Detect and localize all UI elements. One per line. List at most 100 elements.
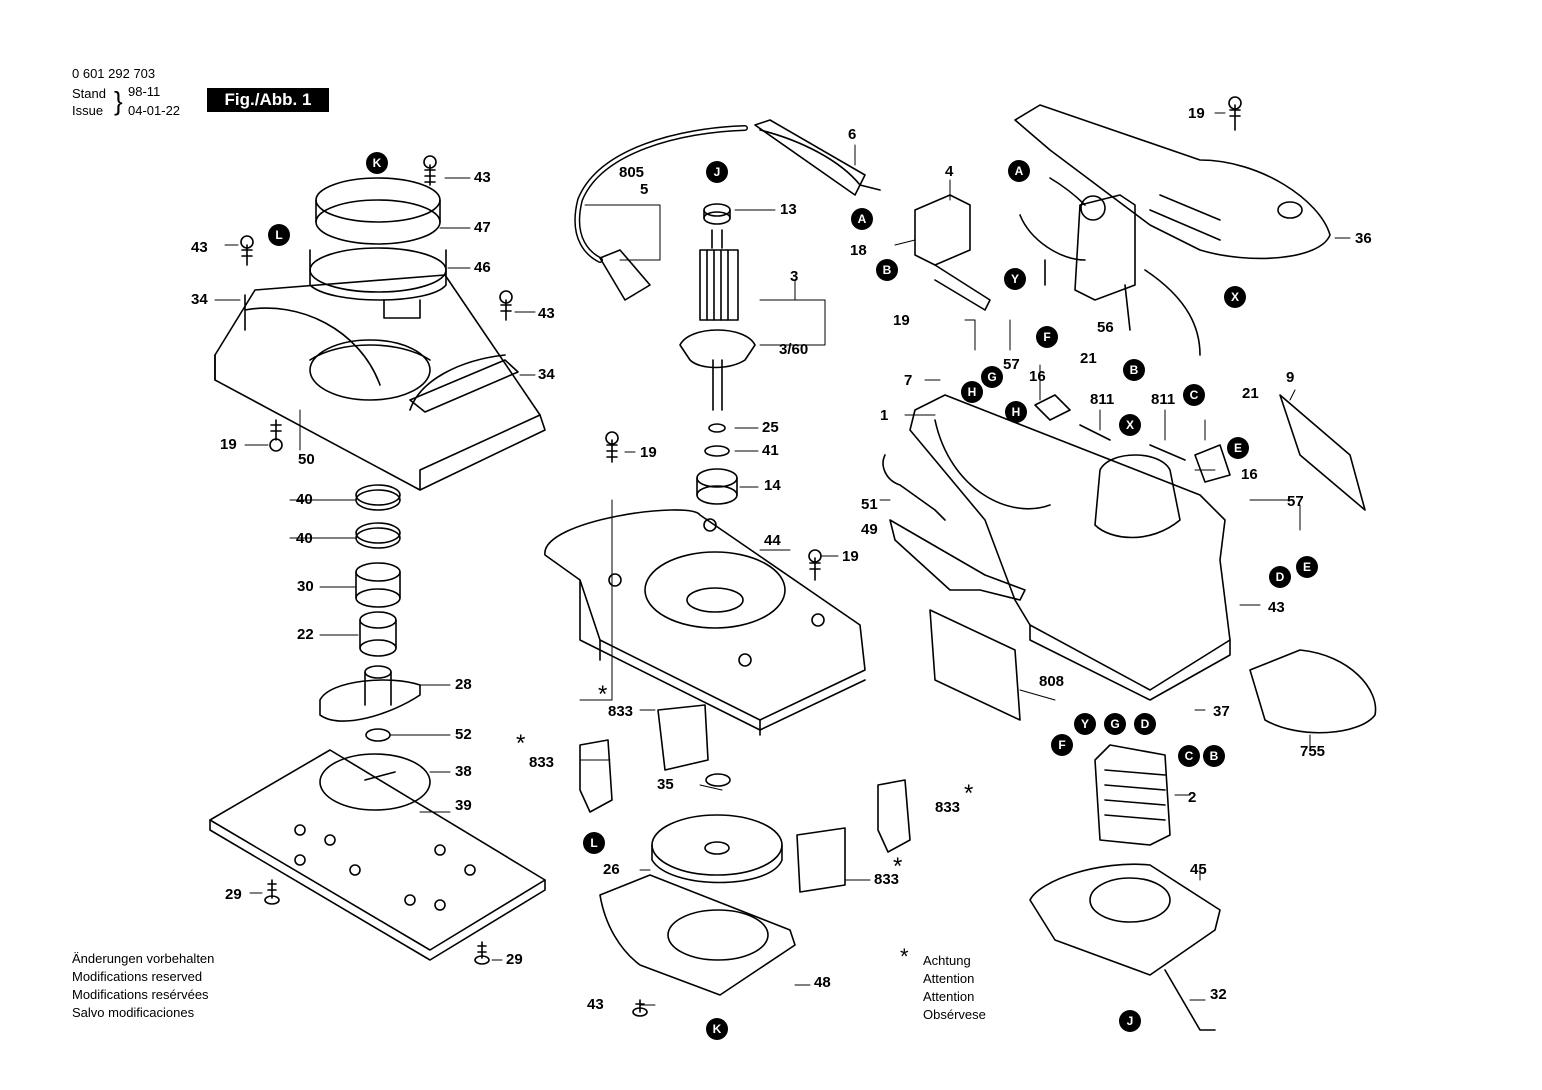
part-label: 14 bbox=[764, 477, 781, 494]
part-label: 4 bbox=[945, 163, 954, 180]
note-line: Modifications resérvées bbox=[72, 987, 209, 1002]
part-label: 37 bbox=[1213, 703, 1230, 720]
part-label: 40 bbox=[296, 491, 313, 508]
note-line: Salvo modificaciones bbox=[72, 1005, 195, 1020]
part-label: 19 bbox=[1188, 105, 1205, 122]
part-label: 19 bbox=[842, 548, 859, 565]
part-label: 6 bbox=[848, 126, 857, 143]
screws bbox=[240, 155, 513, 452]
part-label: 16 bbox=[1029, 368, 1046, 385]
gear-housing bbox=[544, 509, 866, 736]
part-label: 1 bbox=[880, 407, 889, 424]
marker-circle: L bbox=[268, 224, 290, 246]
attention-legend: * Achtung Attention Attention Obsérvese bbox=[900, 946, 986, 1024]
bearings-left bbox=[319, 484, 421, 742]
marker-circle: H bbox=[1005, 401, 1027, 423]
part-label: 57 bbox=[1003, 356, 1020, 373]
marker-circle: G bbox=[981, 366, 1003, 388]
part-label: 9 bbox=[1286, 369, 1295, 386]
part-label: 50 bbox=[298, 451, 315, 468]
attention-line: Achtung bbox=[923, 953, 971, 968]
dust-ring bbox=[309, 177, 447, 319]
power-cord bbox=[574, 119, 881, 301]
part-label: 7 bbox=[904, 372, 913, 389]
attention-line: Obsérvese bbox=[923, 1007, 986, 1022]
figure-label: Fig./Abb. 1 bbox=[207, 88, 329, 112]
switch bbox=[914, 194, 991, 311]
dust-box bbox=[1249, 649, 1377, 734]
part-label: 755 bbox=[1300, 743, 1326, 760]
marker-circle: G bbox=[1104, 713, 1126, 735]
part-label: 13 bbox=[780, 201, 797, 218]
foot-pads bbox=[579, 704, 911, 893]
part-label: 56 bbox=[1097, 319, 1114, 336]
part-label: 3 bbox=[790, 268, 799, 285]
part-label: 43 bbox=[538, 305, 555, 322]
part-label: 52 bbox=[455, 726, 472, 743]
part-label: 25 bbox=[762, 419, 779, 436]
plate-38 bbox=[319, 753, 431, 811]
part-label: 19 bbox=[220, 436, 237, 453]
marker-circle: Y bbox=[1074, 713, 1096, 735]
top-cover bbox=[1014, 96, 1331, 260]
part-label: 29 bbox=[225, 886, 242, 903]
marker-circle: D bbox=[1134, 713, 1156, 735]
marker-circle: X bbox=[1224, 286, 1246, 308]
part-label: 49 bbox=[861, 521, 878, 538]
marker-circle: F bbox=[1051, 734, 1073, 756]
electronics-module bbox=[1019, 177, 1201, 356]
attention-line: Attention bbox=[923, 971, 975, 986]
part-label: 805 bbox=[619, 164, 645, 181]
marker-circle: E bbox=[1296, 556, 1318, 578]
screws-29 bbox=[264, 879, 490, 965]
part-label: 833 bbox=[874, 871, 900, 888]
note-line: Änderungen vorbehalten bbox=[72, 951, 215, 966]
marker-circle: A bbox=[1008, 160, 1030, 182]
part-label: 38 bbox=[455, 763, 472, 780]
fan-shroud bbox=[599, 874, 796, 1017]
bottom-cover bbox=[1029, 863, 1221, 1031]
part-label: 28 bbox=[455, 676, 472, 693]
part-label: 811 bbox=[1151, 391, 1176, 408]
part-label: 3/60 bbox=[779, 341, 809, 358]
attention-star: * bbox=[900, 944, 909, 969]
part-label: 811 bbox=[1090, 391, 1115, 408]
part-label: 43 bbox=[191, 239, 208, 256]
part-label: 40 bbox=[296, 530, 313, 547]
marker-circle: J bbox=[706, 161, 728, 183]
part-label: 19 bbox=[640, 444, 657, 461]
screws-19-44 bbox=[605, 431, 822, 581]
issue-value: 04-01-22 bbox=[128, 103, 181, 118]
part-label: 44 bbox=[764, 532, 781, 549]
marker-circle: K bbox=[366, 152, 388, 174]
part-number: 0 601 292 703 bbox=[72, 66, 156, 81]
part-label: 43 bbox=[1268, 599, 1285, 616]
part-label: 19 bbox=[893, 312, 910, 329]
part-label: 2 bbox=[1188, 789, 1197, 806]
stand-label: Stand bbox=[72, 86, 106, 101]
marker-circle: C bbox=[1178, 745, 1200, 767]
fan bbox=[651, 773, 783, 884]
marker-circle: B bbox=[1123, 359, 1145, 381]
part-label: 26 bbox=[603, 861, 620, 878]
part-label: 43 bbox=[474, 169, 491, 186]
part-label: 22 bbox=[297, 626, 314, 643]
issue-label: Issue bbox=[72, 103, 104, 118]
part-label: 21 bbox=[1080, 350, 1097, 367]
part-label: 39 bbox=[455, 797, 472, 814]
attention-asterisk: * bbox=[598, 681, 608, 708]
spring-clip-left bbox=[244, 294, 519, 413]
part-label: 35 bbox=[657, 776, 674, 793]
marker-circle: X bbox=[1119, 414, 1141, 436]
hex-key bbox=[882, 454, 1026, 601]
marker-circle: Y bbox=[1004, 268, 1026, 290]
marker-circle: H bbox=[961, 381, 983, 403]
part-label: 43 bbox=[587, 996, 604, 1013]
part-label: 34 bbox=[538, 366, 555, 383]
part-label: 18 bbox=[850, 242, 867, 259]
part-label: 16 bbox=[1241, 466, 1258, 483]
part-label: 32 bbox=[1210, 986, 1227, 1003]
armature bbox=[679, 203, 756, 505]
marker-circle: L bbox=[583, 832, 605, 854]
